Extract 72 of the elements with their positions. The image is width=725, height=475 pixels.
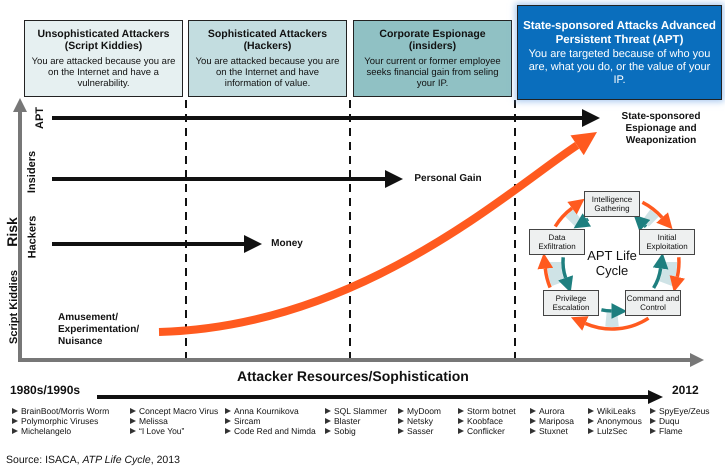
axis-title: Attacker Resources/Sophistication xyxy=(237,368,469,384)
axis-category: Insiders xyxy=(26,150,38,194)
box-heading: State-sponsored Attacks Advanced Persistent Threat (APT) xyxy=(522,18,717,46)
box-heading: Sophisticated Attackers (Hackers) xyxy=(206,28,328,52)
list-item: BrainBoot/Morris Worm xyxy=(21,406,110,416)
list-item: Sobig xyxy=(334,426,356,436)
arrow xyxy=(52,170,403,188)
cycle-title: APT Life Cycle xyxy=(586,248,638,278)
box-heading: Corporate Espionage (insiders) xyxy=(378,28,487,52)
list-item: Aurora xyxy=(539,406,565,416)
timeline-label: 1980s/1990s xyxy=(10,383,80,397)
arrow xyxy=(52,109,600,127)
list-item: Michelangelo xyxy=(21,426,72,436)
outcome-text: Amusement/ Experimentation/ Nuisance xyxy=(58,310,158,350)
arrow xyxy=(670,257,686,292)
arrow xyxy=(601,303,628,319)
arrow xyxy=(538,253,554,288)
list-item: Melissa xyxy=(139,416,168,426)
list-item: SpyEye/Zeus xyxy=(659,406,710,416)
axis-category: APT xyxy=(34,107,46,129)
stage-box: Intelligence Gathering xyxy=(584,191,640,217)
list-item: Netsky xyxy=(407,416,433,426)
category-box xyxy=(24,20,183,97)
stage-box: Data Exfiltration xyxy=(529,229,585,255)
list-item: Anna Kournikova xyxy=(234,406,299,416)
arrow xyxy=(554,198,584,228)
list-item: Duqu xyxy=(659,416,680,426)
category-box xyxy=(353,20,512,97)
list-item: Sasser xyxy=(407,426,434,436)
list-item: “I Love You” xyxy=(139,426,184,436)
list-item: Polymorphic Viruses xyxy=(21,416,98,426)
list-item: Storm botnet xyxy=(467,406,516,416)
list-item: Blaster xyxy=(334,416,360,426)
list-item: Flame xyxy=(659,426,683,436)
arrow xyxy=(570,316,650,331)
outcome-text: Personal Gain xyxy=(403,171,493,187)
category-box xyxy=(188,20,347,97)
box-description: You are targeted because of who you are, what you do, or the value of your IP. xyxy=(528,48,712,86)
list-item: LulzSec xyxy=(597,426,628,436)
category-box xyxy=(517,5,722,100)
axis-category: Script Kiddies xyxy=(8,270,20,344)
list-item: Koobface xyxy=(467,416,503,426)
box-description: You are attacked because you are on the Internet and have a vulnerability. xyxy=(30,56,176,89)
list-item: SQL Slammer xyxy=(334,406,388,416)
arrow xyxy=(642,200,674,229)
box-description: Your current or former employee seeks financial gain from seling your IP. xyxy=(363,56,502,89)
caption: Source: ISACA, ATP Life Cycle, 2013 xyxy=(6,454,180,466)
arrow xyxy=(52,235,262,253)
axis-category: Hackers xyxy=(26,216,38,258)
list-item: Concept Macro Virus xyxy=(139,406,218,416)
list-item: Code Red and Nimda xyxy=(234,426,316,436)
list-item: Sircam xyxy=(234,416,260,426)
list-item: Conflicker xyxy=(467,426,505,436)
list-item: MyDoom xyxy=(407,406,442,416)
stage-box: Privilege Escalation xyxy=(543,290,599,316)
stage-box: Initial Exploitation xyxy=(639,229,695,255)
outcome-text: State-sponsored Espionage and Weaponization xyxy=(600,106,722,152)
arrow xyxy=(558,257,574,293)
arrow xyxy=(634,214,650,232)
list-item: Anonymous xyxy=(597,416,642,426)
timeline-label: 2012 xyxy=(672,383,699,397)
arrow xyxy=(652,253,668,289)
list-item: Mariposa xyxy=(539,416,574,426)
stage-box: Command and Control xyxy=(625,290,681,316)
box-heading: Unsophisticated Attackers (Script Kiddies) xyxy=(36,28,171,52)
list-item: Stuxnet xyxy=(539,426,568,436)
list-item: WikiLeaks xyxy=(597,406,636,416)
box-description: You are attacked because you are on the Internet and have information of value. xyxy=(194,56,340,89)
axis-title: Risk xyxy=(4,217,20,247)
outcome-text: Money xyxy=(262,236,312,252)
arrow xyxy=(158,132,597,336)
arrow xyxy=(574,213,592,228)
